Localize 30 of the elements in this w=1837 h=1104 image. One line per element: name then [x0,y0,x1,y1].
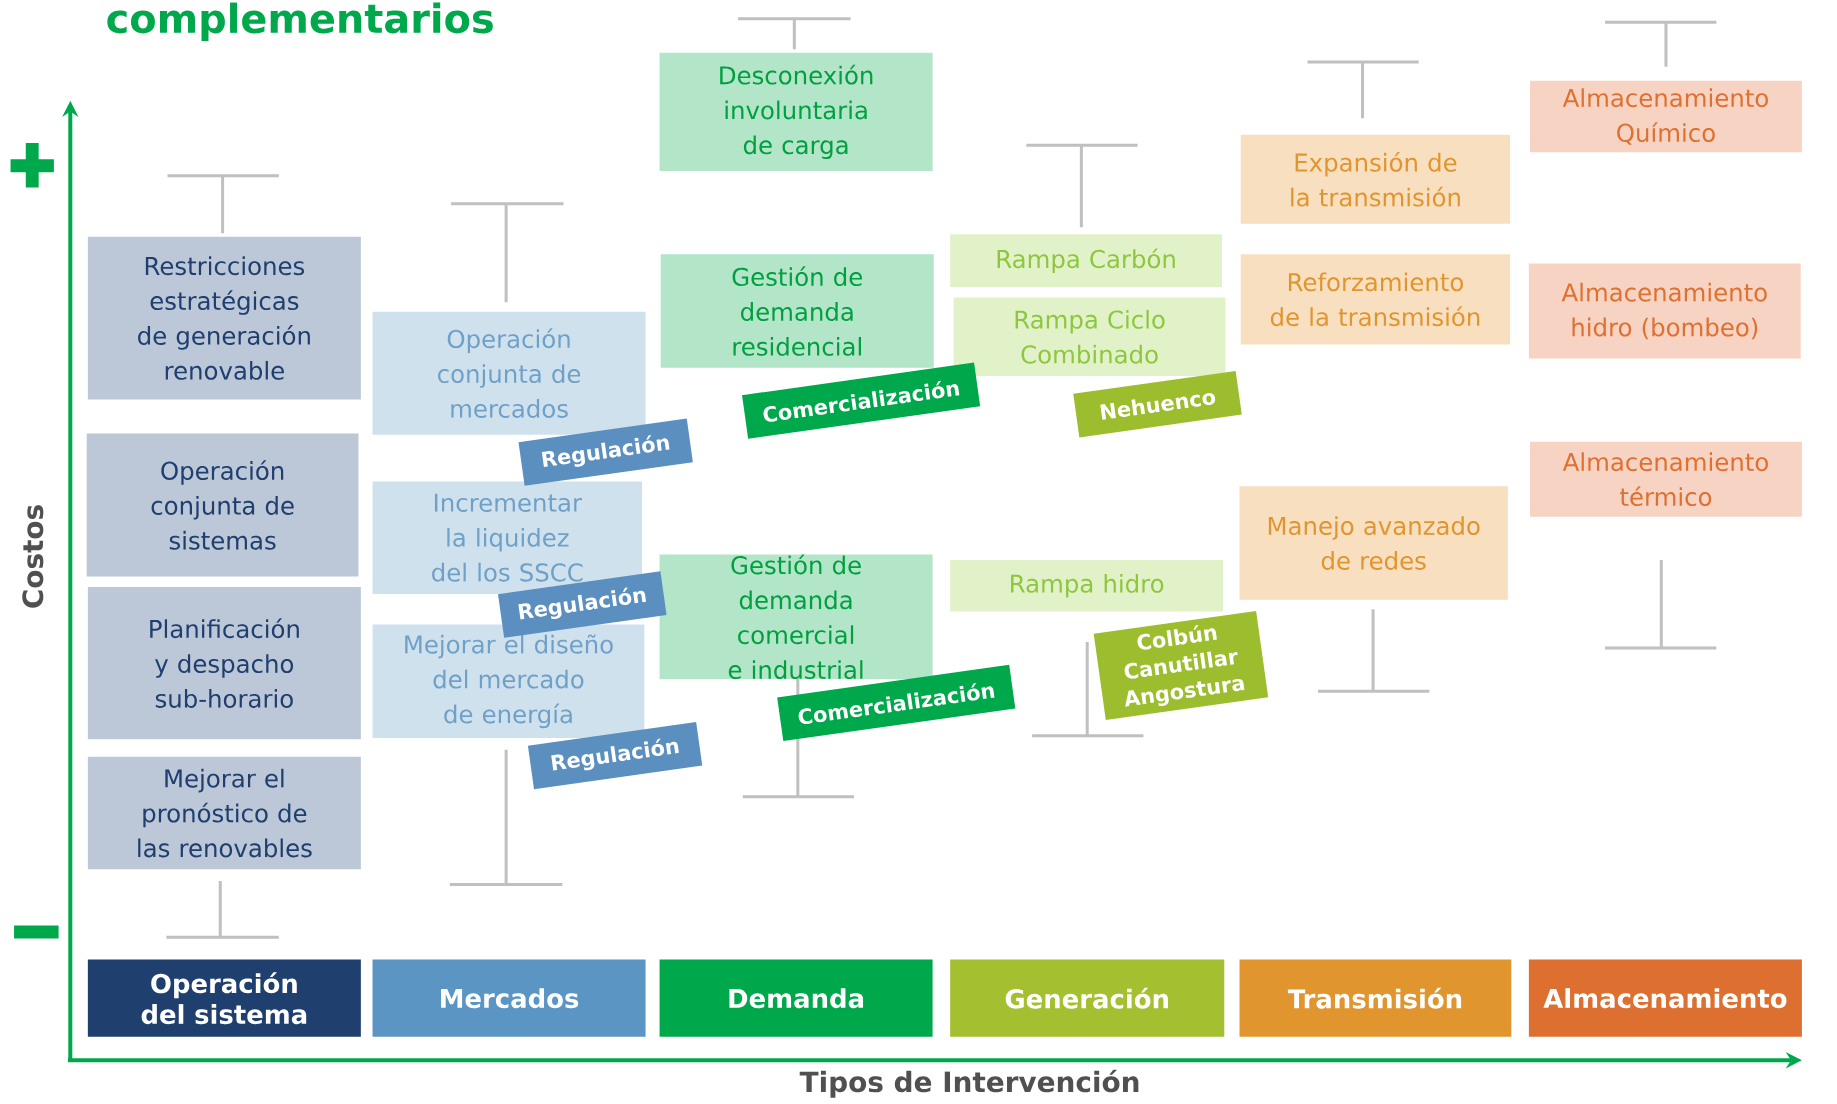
intervention-box: Mejorar el pronóstico de las renovables [87,756,361,870]
title: complementarios [107,2,493,42]
axis-label: Costos [22,505,44,608]
intervention-box: Expansión de la transmisión [1240,134,1511,224]
tag-label: Regulación [518,418,693,486]
category-box: Almacenamiento [1528,959,1802,1037]
tag-label: Colbún Canutillar Angostura [1093,610,1269,720]
intervention-box: Rampa Carbón [950,234,1222,288]
axis-label: Tipos de Intervención [799,1069,1139,1098]
intervention-box: Manejo avanzado de redes [1239,486,1508,600]
intervention-box: Reforzamiento de la transmisión [1240,254,1511,345]
category-box: Mercados [372,959,646,1037]
category-box: Transmisión [1239,959,1512,1037]
intervention-box: Rampa Ciclo Combinado [953,297,1226,377]
category-box: Generación [950,959,1225,1037]
intervention-box: Operación conjunta de sistemas [86,433,359,577]
intervention-box: Gestión de demanda residencial [660,254,934,368]
intervention-box: Mejorar el diseño del mercado de energía [372,624,645,739]
intervention-box: Almacenamiento hidro (bombeo) [1528,263,1801,359]
intervention-box: Almacenamiento térmico [1530,441,1802,517]
intervention-box: Desconexión involuntaria de carga [659,52,933,172]
category-box: Operación del sistema [87,959,361,1037]
category-box: Demanda [659,959,933,1037]
intervention-box: Gestión de demanda comercial e industrial [659,554,933,680]
intervention-box: Planificación y despacho sub-horario [87,586,361,740]
intervention-box: Restricciones estratégicas de generación renovable [87,236,361,400]
tag-label: Nehuenco [1073,371,1242,438]
intervention-box: Almacenamiento Químico [1530,80,1802,153]
intervention-box: Operación conjunta de mercados [372,311,646,435]
intervention-box: Rampa hidro [950,560,1224,612]
